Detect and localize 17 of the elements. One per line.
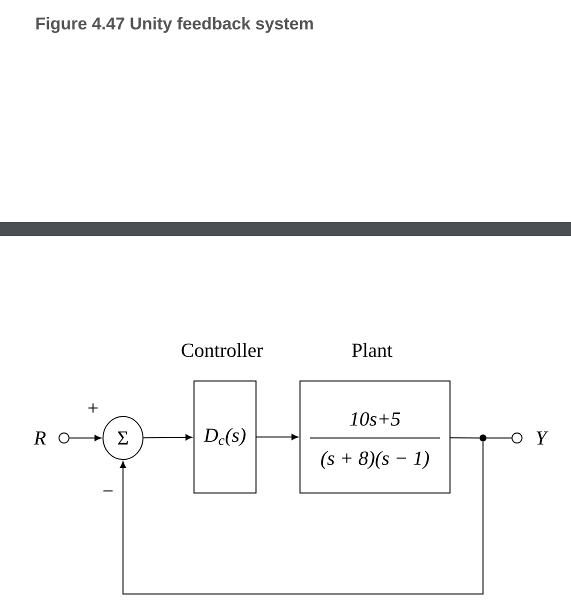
signal-label: Y [536, 431, 548, 445]
arrow [120, 441, 484, 594]
denominator: (s + 8)(s − 1) [321, 450, 429, 470]
block-heading: Plant [352, 342, 392, 358]
numerator: 10s+5 [350, 412, 400, 426]
figure-title: Figure 4.47 Unity feedback system [36, 17, 313, 33]
connector-line [450, 437, 480, 438]
sign-label: + [88, 403, 98, 413]
signal-label: R [34, 431, 46, 445]
summing-junction: Σ [102, 416, 144, 460]
arrow [68, 434, 102, 442]
block-heading: Controller [182, 342, 263, 358]
junction-dot [480, 434, 486, 442]
sign-label: − [103, 490, 113, 492]
arrow [143, 434, 192, 440]
controller-block: D$_{c}$(s) [194, 380, 256, 494]
arrow [256, 434, 298, 440]
